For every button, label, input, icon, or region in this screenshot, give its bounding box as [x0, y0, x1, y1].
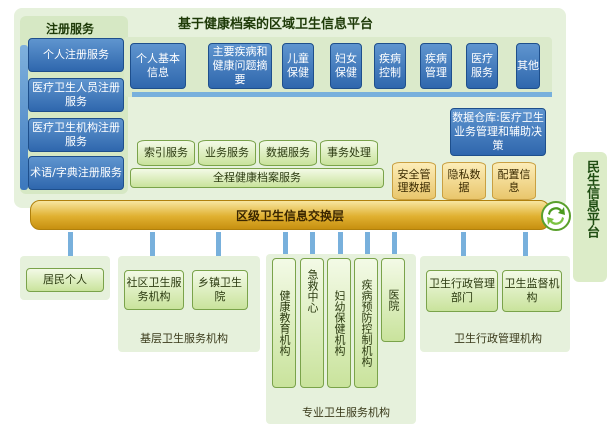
health-admin-department[interactable]: 卫生行政管理部门 — [426, 270, 498, 312]
township-hospital[interactable]: 乡镇卫生院 — [192, 270, 248, 310]
maternal-child-institution[interactable]: 妇幼保健机构 — [327, 258, 351, 388]
modules-connector — [132, 92, 552, 97]
primary-care-label: 基层卫生服务机构 — [140, 332, 228, 345]
registration-item-institution[interactable]: 医疗卫生机构注册服务 — [28, 118, 124, 152]
connector-maternal — [338, 232, 343, 258]
connector-supervision — [523, 232, 528, 260]
specialized-label: 专业卫生服务机构 — [302, 406, 390, 419]
registration-item-person[interactable]: 个人注册服务 — [28, 38, 124, 72]
connector-emergency — [310, 232, 315, 258]
registration-connector — [20, 45, 28, 190]
module-disease-summary[interactable]: 主要疾病和健康问题摘要 — [208, 43, 272, 89]
db-security[interactable]: 安全管理数据 — [392, 162, 436, 200]
connector-health-education — [283, 232, 288, 258]
module-child-care[interactable]: 儿童保健 — [282, 43, 314, 89]
connector-resident — [68, 232, 73, 260]
admin-label: 卫生行政管理机构 — [454, 332, 542, 345]
db-privacy[interactable]: 隐私数据 — [442, 162, 486, 200]
connector-township — [216, 232, 221, 260]
registration-item-terminology[interactable]: 术语/字典注册服务 — [28, 156, 124, 190]
platform-side-panel — [573, 152, 607, 282]
hospital[interactable]: 医院 — [381, 258, 405, 342]
connector-hospital — [392, 232, 397, 258]
registration-title: 注册服务 — [46, 22, 95, 36]
resident-box[interactable]: 居民个人 — [26, 268, 104, 292]
community-health-center[interactable]: 社区卫生服务机构 — [124, 270, 184, 310]
platform-title: 基于健康档案的区域卫生信息平台 — [178, 17, 374, 32]
data-warehouse[interactable]: 数据仓库:医疗卫生业务管理和辅助决策 — [450, 108, 546, 156]
connector-community — [150, 232, 155, 260]
health-supervision-agency[interactable]: 卫生监督机构 — [502, 270, 562, 312]
platform-side-label: 民生信息平台 — [584, 160, 599, 238]
module-disease-control[interactable]: 疾病控制 — [374, 43, 406, 89]
health-education-institution[interactable]: 健康教育机构 — [272, 258, 296, 388]
service-business[interactable]: 业务服务 — [198, 140, 256, 166]
registration-item-staff[interactable]: 医疗卫生人员注册服务 — [28, 78, 124, 112]
service-transaction[interactable]: 事务处理 — [320, 140, 378, 166]
module-women-care[interactable]: 妇女保健 — [330, 43, 362, 89]
connector-admin-dept — [461, 232, 466, 260]
service-index[interactable]: 索引服务 — [137, 140, 195, 166]
service-data[interactable]: 数据服务 — [259, 140, 317, 166]
module-medical-service[interactable]: 医疗服务 — [466, 43, 498, 89]
recycle-icon — [540, 200, 572, 232]
db-config[interactable]: 配置信息 — [492, 162, 536, 200]
full-health-record-service[interactable]: 全程健康档案服务 — [130, 168, 384, 188]
disease-prevention-institution[interactable]: 疾病预防控制机构 — [354, 258, 378, 388]
exchange-layer-bar[interactable]: 区级卫生信息交换层 — [30, 200, 550, 230]
connector-cdc — [365, 232, 370, 258]
module-other[interactable]: 其他 — [516, 43, 540, 89]
emergency-center[interactable]: 急救中心 — [300, 258, 324, 388]
module-basic-info[interactable]: 个人基本信息 — [130, 43, 186, 89]
module-disease-management[interactable]: 疾病管理 — [420, 43, 452, 89]
